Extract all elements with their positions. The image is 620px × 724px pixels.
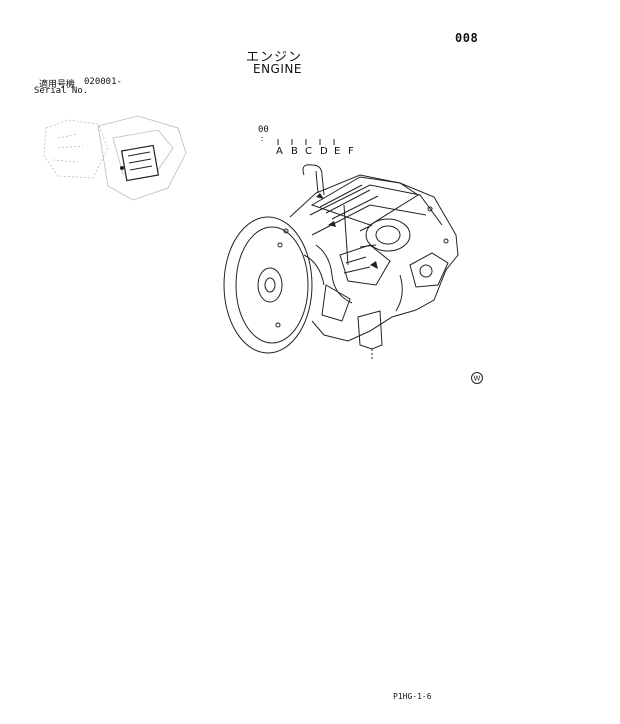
callout-number: 00: [258, 125, 269, 135]
part-letter-a: A: [276, 146, 283, 157]
part-letter-e: E: [334, 146, 341, 157]
title-japanese: エンジン: [246, 50, 303, 65]
serial-value: 020001-: [84, 77, 122, 87]
part-letter-c: C: [305, 146, 312, 157]
part-letter-f: F: [348, 146, 354, 157]
page-number: 008: [455, 31, 479, 45]
serial-label-english: Serial No.: [34, 86, 89, 96]
engine-illustration: [223, 137, 459, 361]
footer-code: P1HG-1-6: [393, 692, 432, 701]
part-letter-b: B: [291, 146, 298, 157]
reference-mark-icon: W: [471, 372, 483, 384]
title-english: ENGINE: [253, 62, 302, 76]
serial-label-japanese: 適用号機: [39, 80, 76, 90]
reference-mark-letter: W: [474, 375, 481, 383]
machine-reference-sketch: [43, 115, 187, 201]
part-letter-d: D: [320, 146, 328, 157]
